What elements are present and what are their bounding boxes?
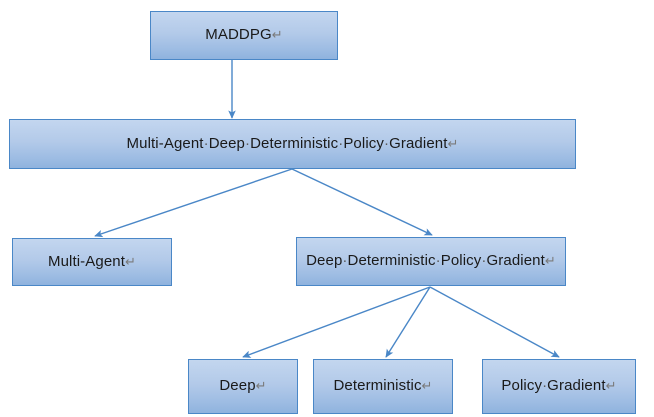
space-mark: ·: [338, 134, 344, 152]
node-deep-label: Deep↵: [219, 377, 267, 395]
paragraph-mark: ↵: [605, 378, 617, 394]
node-ddpg[interactable]: Deep·Deterministic·Policy·Gradient↵: [296, 237, 566, 286]
node-policy-gradient[interactable]: Policy·Gradient↵: [482, 359, 636, 414]
node-ddpg-label: Deep·Deterministic·Policy·Gradient↵: [306, 252, 556, 270]
space-mark: ·: [481, 252, 487, 270]
paragraph-mark: ↵: [447, 135, 459, 151]
node-full-name-label: Multi-Agent·Deep·Deterministic·Policy·Gr…: [126, 134, 459, 152]
space-mark: ·: [383, 134, 390, 152]
node-deterministic-label: Deterministic↵: [333, 377, 433, 395]
space-mark: ·: [435, 252, 441, 270]
connector-arrow: [94, 168, 293, 238]
paragraph-mark: ↵: [255, 378, 267, 394]
connector-arrow: [429, 286, 560, 358]
connector-arrow: [291, 168, 433, 236]
edges-group: [94, 60, 560, 358]
node-full-name[interactable]: Multi-Agent·Deep·Deterministic·Policy·Gr…: [9, 119, 576, 169]
connector-arrow: [242, 286, 431, 358]
space-mark: ·: [203, 134, 209, 152]
paragraph-mark: ↵: [421, 378, 433, 394]
node-multi-agent-label: Multi-Agent↵: [47, 252, 137, 270]
space-mark: ·: [244, 134, 251, 152]
paragraph-mark: ↵: [125, 253, 137, 269]
node-deterministic[interactable]: Deterministic↵: [313, 359, 453, 414]
connector-arrow: [385, 286, 431, 358]
space-mark: ·: [542, 377, 548, 395]
node-policy-gradient-label: Policy·Gradient↵: [501, 377, 617, 395]
paragraph-mark: ↵: [271, 27, 283, 43]
node-deep[interactable]: Deep↵: [188, 359, 298, 414]
node-maddpg-label: MADDPG↵: [205, 26, 283, 44]
paragraph-mark: ↵: [544, 253, 556, 269]
node-multi-agent[interactable]: Multi-Agent↵: [12, 238, 172, 286]
space-mark: ·: [342, 252, 348, 270]
node-maddpg[interactable]: MADDPG↵: [150, 11, 338, 60]
